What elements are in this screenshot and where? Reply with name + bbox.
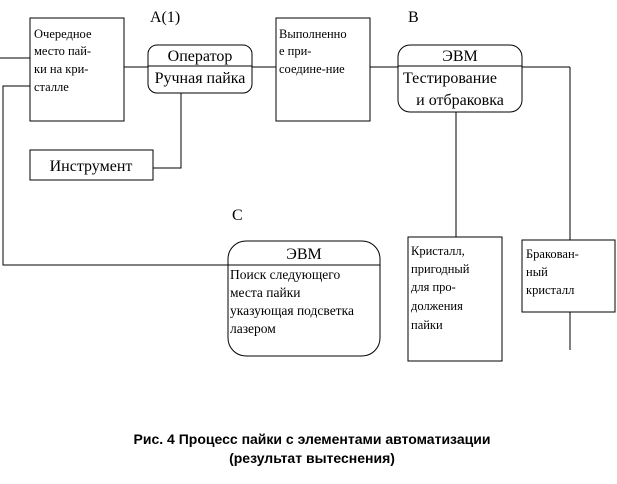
box-reject-crystal: Бракован- ный кристалл [521, 239, 616, 313]
label-c: C [232, 207, 243, 224]
good-line-1: Кристалл, [411, 244, 465, 258]
box-operator: Оператор Ручная пайка [147, 44, 253, 94]
evm-b-header: ЭВМ [442, 48, 477, 65]
good-line-2: пригодный [411, 262, 470, 276]
operator-body: Ручная пайка [155, 70, 246, 87]
caption-line-2: (результат вытеснения) [229, 450, 395, 466]
done-line-3: соедине-ние [279, 62, 345, 76]
next-place-line-4: сталле [34, 80, 69, 94]
caption-line-1: Рис. 4 Процесс пайки с элементами автома… [134, 431, 491, 447]
next-place-line-3: ки на кри- [34, 62, 88, 76]
link-tool-to-operator [153, 93, 182, 169]
box-next-place: Очередное место пай- ки на кри- сталле [29, 17, 125, 122]
reject-line-2: ный [526, 265, 548, 279]
good-line-4: должения [411, 299, 463, 313]
label-b: B [408, 9, 419, 26]
evm-c-body-line-3: указующая подсветка [230, 303, 354, 318]
next-place-line-2: место пай- [34, 44, 91, 58]
feedback-loop-line [2, 85, 228, 266]
good-line-3: для про- [411, 280, 456, 294]
evm-b-body-line-2: и отбраковка [416, 92, 504, 109]
box-good-crystal: Кристалл, пригодный для про- должения па… [407, 236, 503, 362]
evm-c-body-line-2: места пайки [230, 285, 301, 300]
connectors [0, 57, 571, 350]
good-line-5: пайки [411, 318, 443, 332]
evm-b-body-line-1: Тестирование [403, 70, 497, 87]
done-line-1: Выполненно [279, 27, 347, 41]
box-done: Выполненно е при- соедине-ние [275, 17, 371, 122]
box-evm-c: ЭВМ Поиск следующего места пайки указующ… [227, 240, 381, 357]
evm-c-header: ЭВМ [286, 246, 321, 263]
label-a: A(1) [150, 9, 180, 26]
reject-line-1: Бракован- [526, 247, 579, 261]
tool-label: Инструмент [50, 158, 133, 175]
operator-header: Оператор [168, 48, 233, 65]
box-evm-b: ЭВМ Тестирование и отбраковка [397, 44, 523, 113]
done-line-2: е при- [279, 44, 311, 58]
evm-c-body-line-1: Поиск следующего [230, 267, 340, 282]
evm-c-body-line-4: лазером [230, 321, 276, 336]
reject-line-3: кристалл [526, 283, 574, 297]
next-place-line-1: Очередное [34, 27, 92, 41]
box-tool: Инструмент [29, 149, 154, 181]
